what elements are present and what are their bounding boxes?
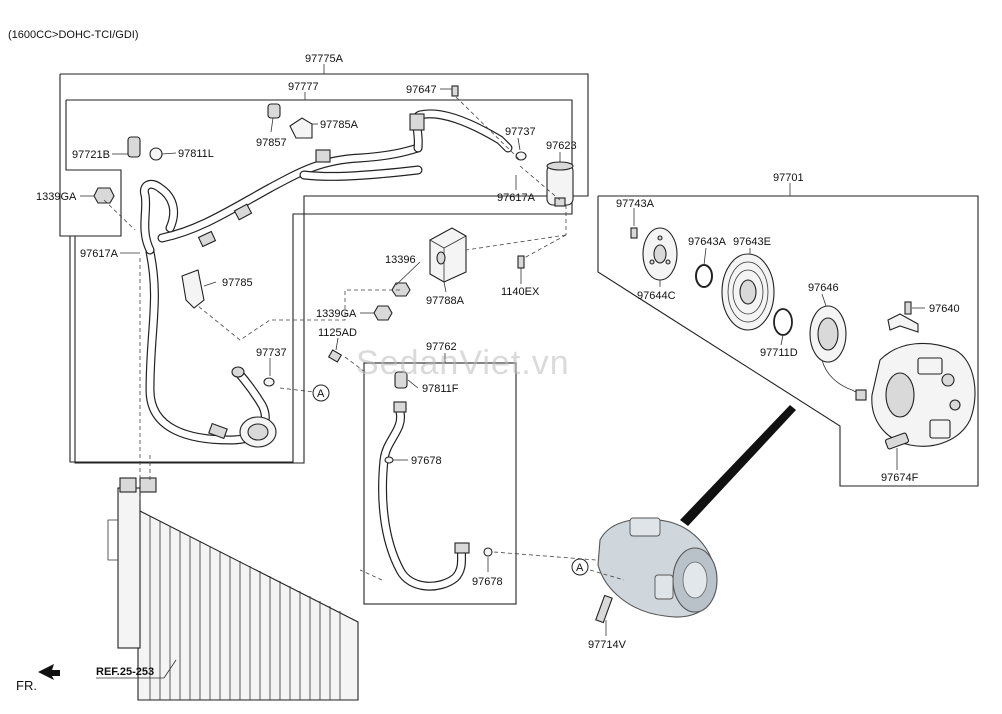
bracket-97785 [181, 269, 205, 309]
leader-lines [80, 88, 925, 636]
nut-1339GA-left [93, 187, 115, 204]
bracket-97857 [267, 103, 281, 119]
clutch-hub-97644C [642, 227, 678, 281]
label-97721B: 97721B [72, 149, 110, 161]
label-1339GA-mid: 1339GA [316, 308, 357, 320]
callout-circle-a-1 [312, 384, 330, 402]
label-13396: 13396 [385, 254, 416, 266]
compressor-body-97701 [871, 342, 976, 447]
group-label-97762: 97762 [426, 341, 457, 353]
nut-1339GA-mid [373, 305, 393, 321]
compressor-main [597, 517, 718, 618]
receiver-drier-97623 [546, 161, 574, 207]
fr-direction-label: FR. [16, 678, 37, 693]
ref-label[interactable]: REF.25-253 [96, 666, 154, 678]
label-97785: 97785 [222, 277, 253, 289]
label-97857: 97857 [256, 137, 287, 149]
label-1140EX: 1140EX [501, 286, 540, 298]
sensor-97721B [127, 136, 141, 158]
label-97674F: 97674F [881, 472, 919, 484]
label-97617A-left: 97617A [80, 248, 119, 260]
label-97811F: 97811F [422, 383, 459, 395]
label-97643A: 97643A [688, 236, 727, 248]
callout-label-a-2: A [576, 562, 584, 574]
label-97678-upper: 97678 [411, 455, 442, 467]
watermark: SedanViet.vn [356, 344, 570, 382]
field-coil-97646 [809, 305, 867, 401]
callout-circle-a-2 [571, 558, 589, 576]
bolt-1140EX [517, 255, 525, 269]
label-97743A: 97743A [616, 198, 655, 210]
discharge-hose-97762 [378, 401, 470, 591]
pulley-97643E [721, 253, 775, 331]
label-97647: 97647 [406, 84, 437, 96]
group-box-97701 [597, 195, 979, 487]
label-97678-lower: 97678 [472, 576, 503, 588]
group-label-97701: 97701 [773, 172, 804, 184]
label-97640: 97640 [929, 303, 960, 315]
bolt-97714V [595, 594, 613, 624]
valve-97674F [884, 432, 910, 450]
snap-ring-97643A [695, 264, 713, 288]
oring-97737-mid [263, 377, 275, 387]
group-box-97775A [59, 73, 589, 464]
label-97788A: 97788A [426, 295, 465, 307]
label-97646: 97646 [808, 282, 839, 294]
bracket-97788A [429, 227, 467, 283]
oring-97678-lower [483, 547, 493, 557]
label-1125AD: 1125AD [318, 327, 357, 339]
group-box-97762 [363, 362, 517, 605]
label-97623: 97623 [546, 140, 577, 152]
label-97785A: 97785A [320, 119, 359, 131]
snap-ring-97711D [773, 308, 793, 336]
label-1339GA-left: 1339GA [36, 191, 77, 203]
label-97711D: 97711D [760, 347, 798, 359]
bracket-97640 [887, 313, 919, 333]
assembly-dashed-lines [103, 96, 625, 581]
detail-pointer-arrow [680, 405, 796, 526]
oring-97811L [149, 147, 163, 161]
fitting-97811F [394, 371, 408, 389]
bolt-97743A [630, 227, 638, 239]
label-97714V: 97714V [588, 639, 627, 651]
group-label-97777: 97777 [288, 81, 319, 93]
bracket-97785A [289, 117, 313, 139]
oring-97737-top [515, 151, 527, 161]
oring-97678-upper [384, 456, 394, 464]
label-97644C: 97644C [637, 290, 676, 302]
bolt-97647 [451, 85, 459, 97]
nut-13396 [391, 282, 411, 297]
label-97617A-right: 97617A [497, 192, 536, 204]
label-97811L: 97811L [178, 148, 214, 160]
callout-label-a-1: A [317, 388, 325, 400]
label-97643E: 97643E [733, 236, 771, 248]
engine-spec-label: (1600CC>DOHC-TCI/GDI) [8, 29, 139, 41]
bolt-1125AD [327, 349, 343, 363]
label-97737-top: 97737 [505, 126, 536, 138]
group-label-97775A: 97775A [305, 53, 344, 65]
condenser-assembly [107, 477, 359, 701]
forward-arrow-icon [38, 664, 60, 680]
bolt-97640 [904, 301, 912, 315]
label-97737-mid: 97737 [256, 347, 287, 359]
